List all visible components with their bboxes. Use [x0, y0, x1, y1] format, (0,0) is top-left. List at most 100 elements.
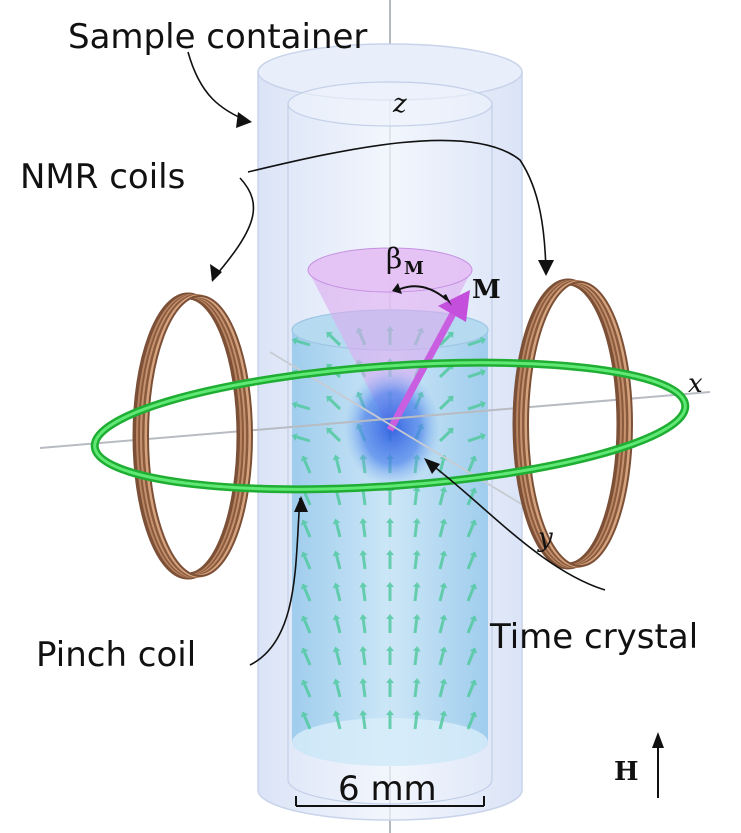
texture-arrowhead [332, 710, 341, 717]
texture-arrowhead [412, 486, 421, 492]
texture-arrowhead [326, 427, 333, 435]
scale-bar [295, 796, 485, 807]
texture-arrow [335, 587, 342, 602]
texture-arrow [466, 715, 475, 730]
texture-arrow [335, 523, 342, 538]
texture-arrowhead [412, 646, 421, 652]
texture-arrow [438, 523, 445, 538]
texture-arrow [303, 523, 312, 538]
texture-arrow [335, 715, 342, 730]
texture-arrowhead [469, 679, 478, 686]
texture-arrowhead [386, 710, 394, 715]
texture-arrow [335, 491, 342, 506]
texture-arrowhead [332, 550, 341, 557]
texture-arrow [361, 714, 367, 730]
texture-arrowhead [300, 551, 309, 558]
texture-arrowhead [480, 336, 487, 345]
texture-arrowhead [439, 518, 448, 525]
texture-arrow [438, 683, 445, 698]
label-time-crystal: Time crystal [489, 617, 698, 657]
texture-arrowhead [386, 678, 394, 683]
texture-arrowhead [300, 519, 309, 526]
texture-arrowhead [300, 679, 309, 686]
texture-arrowhead [332, 518, 341, 525]
texture-arrowhead [332, 614, 341, 621]
texture-arrowhead [332, 646, 341, 653]
texture-arrow [467, 403, 482, 411]
texture-arrow [466, 491, 475, 506]
texture-arrow [466, 523, 475, 538]
texture-arrow [335, 651, 342, 666]
texture-arrowhead [412, 710, 421, 716]
texture-arrow [335, 683, 342, 698]
texture-arrowhead [332, 454, 341, 461]
texture-arrowhead [300, 455, 309, 462]
label-sample-container: Sample container [68, 17, 367, 57]
texture-arrow [361, 682, 367, 698]
texture-arrowhead [386, 646, 394, 651]
texture-arrowhead [326, 395, 333, 403]
nmr-coil-left [132, 292, 253, 580]
texture-arrowhead [359, 710, 368, 716]
texture-arrowhead [359, 550, 368, 556]
texture-arrow [413, 490, 419, 506]
nmr-coil-right [512, 278, 633, 570]
texture-arrowhead [439, 710, 448, 717]
texture-arrow [335, 555, 342, 570]
texture-arrow [413, 554, 419, 570]
texture-arrowhead [332, 582, 341, 589]
texture-arrow [467, 339, 482, 347]
texture-arrow [303, 555, 312, 570]
label-tilt-angle-subscript: M [404, 258, 424, 279]
texture-arrow [438, 619, 445, 634]
texture-arrow [413, 714, 419, 730]
texture-arrowhead [291, 401, 298, 409]
texture-arrow [296, 435, 311, 443]
texture-arrow [438, 430, 452, 443]
texture-arrowhead [412, 550, 421, 556]
texture-arrow [361, 618, 367, 634]
texture-arrowhead [439, 678, 448, 685]
texture-arrowhead [447, 395, 454, 403]
label-axis-z: z [392, 89, 407, 119]
texture-arrow [328, 334, 342, 347]
texture-arrow [466, 555, 475, 570]
texture-arrow [438, 334, 452, 347]
texture-arrowhead [359, 678, 368, 684]
texture-arrow [466, 683, 475, 698]
texture-arrowhead [469, 551, 478, 558]
texture-arrow [303, 619, 312, 634]
texture-arrow [413, 682, 419, 698]
texture-arrow [438, 366, 452, 379]
texture-arrow [467, 371, 482, 379]
texture-arrow [466, 619, 475, 634]
texture-arrow [467, 435, 482, 443]
label-field: H [614, 757, 639, 787]
texture-arrowhead [300, 647, 309, 654]
texture-arrow [466, 587, 475, 602]
label-axis-y: y [537, 523, 553, 553]
texture-arrowhead [300, 711, 309, 718]
texture-arrowhead [439, 550, 448, 557]
texture-arrowhead [291, 337, 298, 345]
y-axis [269, 351, 529, 509]
label-tilt-angle: β [386, 242, 402, 275]
texture-arrow [413, 650, 419, 666]
texture-arrow [466, 459, 475, 474]
texture-arrow [303, 459, 312, 474]
texture-arrow [303, 715, 312, 730]
texture-arrowhead [480, 400, 487, 409]
texture-arrow [413, 586, 419, 602]
x-axis [39, 391, 711, 449]
texture-arrow [466, 651, 475, 666]
label-pinch-coil: Pinch coil [36, 635, 196, 675]
texture-arrow [438, 398, 452, 411]
texture-arrowhead [412, 582, 421, 588]
texture-arrowhead [300, 583, 309, 590]
texture-arrow [413, 618, 419, 634]
texture-arrowhead [359, 518, 368, 524]
texture-arrowhead [386, 582, 394, 587]
label-scale-bar: 6 mm [338, 769, 437, 809]
leader-lines [187, 51, 606, 666]
